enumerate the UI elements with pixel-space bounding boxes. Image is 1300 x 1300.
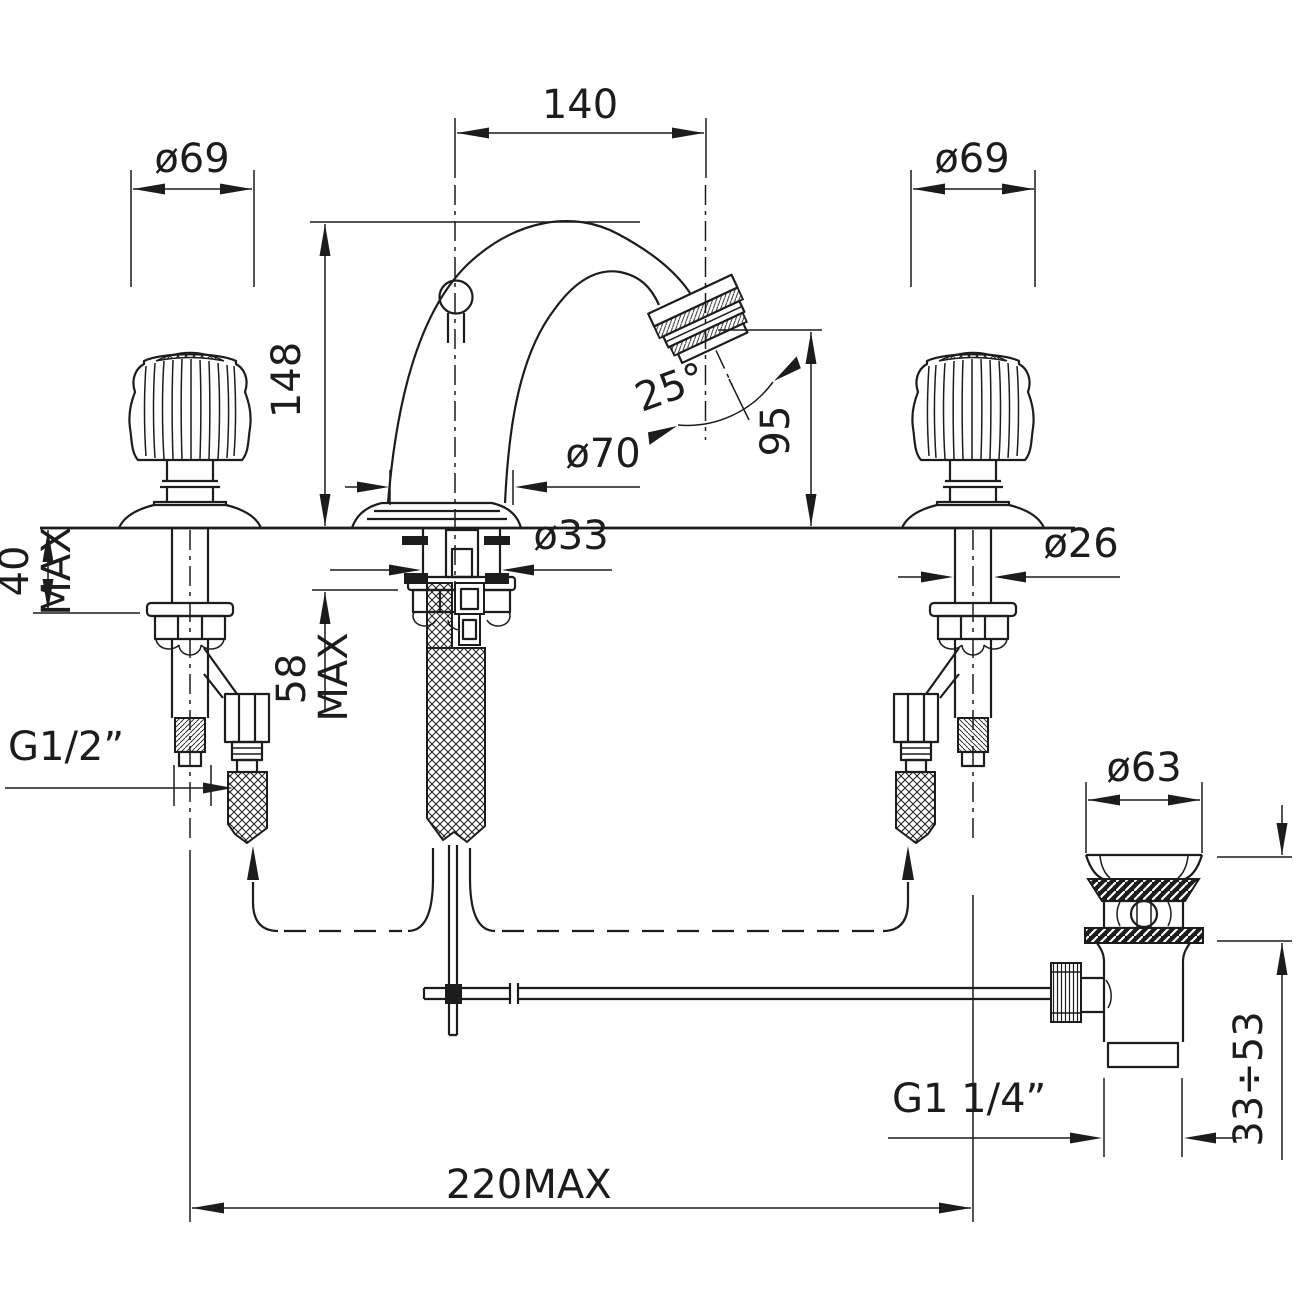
dim-spacing-suffix: MAX [522, 1162, 611, 1208]
dimension-lines [5, 118, 1292, 1222]
label-waste-thread: G1 1/4” [892, 1076, 1046, 1122]
aerator [647, 273, 749, 386]
dim-deck-center-value: 58 [269, 654, 315, 705]
dim-deck-center-suffix: MAX [311, 632, 357, 721]
dim-center-shank-dia: ø33 [533, 513, 608, 559]
dim-outlet-height: 95 [753, 406, 799, 457]
spray-angle-callout [647, 356, 801, 445]
dim-spout-height: 148 [264, 342, 310, 418]
pop-up-knob [438, 279, 474, 315]
spout [350, 219, 749, 529]
dimension-labels: 140 ø69 ø69 148 25° 95 ø70 ø33 ø26 40 MA… [0, 82, 1272, 1208]
label-supply-thread: G1/2” [8, 724, 124, 770]
dim-deck-left-value: 40 [0, 546, 38, 597]
left-handle-valve [117, 351, 271, 845]
dim-deck-left-suffix: MAX [34, 526, 80, 615]
supply-hose-routing [251, 848, 910, 933]
dim-handle-dia-left: ø69 [154, 136, 229, 182]
dim-waste-deck-range: 33÷53 [1226, 1011, 1272, 1146]
dim-spray-angle: 25° [629, 354, 711, 421]
spout-shank-assembly [402, 528, 517, 844]
dim-handle-dia-right: ø69 [934, 136, 1009, 182]
dim-spout-body-dia: ø70 [565, 431, 640, 477]
dim-valve-shank-dia: ø26 [1043, 521, 1118, 567]
drain-assembly [1050, 853, 1204, 1069]
right-handle-valve [892, 351, 1046, 845]
dimension-arrowheads [42, 127, 1288, 1214]
dim-spacing-value: 220 [446, 1162, 522, 1208]
drain-lever-knob [1050, 962, 1082, 1023]
dim-waste-flange-dia: ø63 [1106, 745, 1181, 791]
dim-spout-reach: 140 [542, 82, 618, 128]
pop-up-rod [422, 845, 1051, 1037]
